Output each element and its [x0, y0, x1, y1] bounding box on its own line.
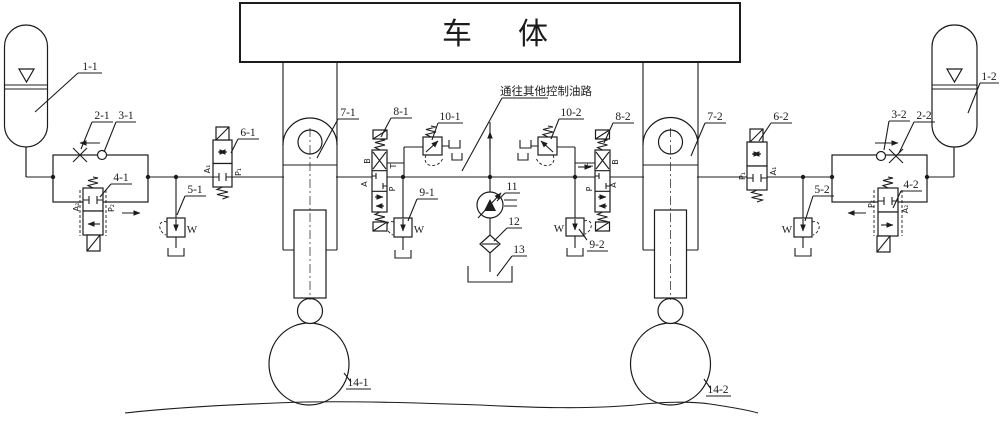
- accumulator-1-2: [931, 24, 978, 177]
- port-label-a: A: [360, 181, 369, 187]
- port-label-b: B: [363, 158, 372, 164]
- port-label-p2: P₂: [867, 200, 876, 208]
- label-7-2: 7-2: [707, 111, 723, 123]
- solenoid-valve-4-2: P₂ A₂: [867, 176, 910, 253]
- port-label-p1: P₁: [234, 168, 243, 176]
- pilot-valve-10-2: [517, 125, 558, 166]
- label-4-2: 4-2: [903, 179, 919, 191]
- relief-valve-9-1: W: [386, 217, 425, 238]
- label-14-2: 14-2: [707, 384, 728, 396]
- port-label-p: P: [388, 186, 397, 191]
- solenoid-valve-6-2: P₁ A₁: [738, 128, 778, 203]
- port-label-a2: A₂: [901, 205, 910, 214]
- oil-tank-13: [467, 266, 513, 283]
- spring-w-label: W: [187, 224, 198, 236]
- label-8-1: 8-1: [393, 106, 409, 118]
- relief-valve-9-2: W: [554, 217, 592, 237]
- label-3-1: 3-1: [118, 110, 134, 122]
- directional-valve-8-1: B A T P: [360, 129, 398, 232]
- label-10-1: 10-1: [439, 111, 460, 123]
- port-label-a: A: [609, 182, 618, 188]
- check-valve-3-2: [875, 150, 887, 162]
- label-1-1: 1-1: [82, 61, 98, 73]
- port-label-b: B: [611, 159, 620, 165]
- label-1-2: 1-2: [981, 71, 997, 83]
- hydraulic-pump-11: [476, 191, 517, 219]
- rod-eye: [657, 297, 684, 325]
- label-14-1: 14-1: [347, 377, 368, 389]
- port-label-a1: A₁: [203, 165, 212, 174]
- label-7-1: 7-1: [340, 107, 356, 119]
- relief-valve-5-1: W: [159, 217, 198, 238]
- wheel-14-1: [268, 322, 350, 406]
- part-labels: 1-1 2-1 3-1 4-1 5-1 6-1 7-1 8-1 9-1 10-1…: [34, 61, 999, 397]
- label-3-2: 3-2: [891, 109, 907, 121]
- label-12: 12: [508, 216, 520, 228]
- label-2-2: 2-2: [916, 110, 932, 122]
- vehicle-body-box: [239, 2, 741, 63]
- label-6-2: 6-2: [773, 111, 789, 123]
- port-label-t: T: [389, 163, 398, 169]
- hydraulic-cylinder-7-1: [268, 62, 350, 406]
- label-9-2: 9-2: [589, 239, 605, 251]
- port-label-p: P: [585, 186, 594, 191]
- wheel-14-2: [629, 322, 712, 406]
- junction-dots: [50, 174, 930, 180]
- port-label-p1: P₁: [738, 172, 747, 180]
- vehicle-body-label: 车体: [442, 18, 594, 51]
- spring-w-label: W: [782, 224, 793, 236]
- label-2-1: 2-1: [94, 110, 110, 122]
- label-13: 13: [513, 244, 525, 256]
- hydraulic-cylinder-7-2: [629, 62, 712, 406]
- port-label-t: T: [586, 163, 595, 169]
- throttle-valve-2-1: [72, 147, 88, 163]
- label-4-1: 4-1: [113, 172, 129, 184]
- spring-w-label: W: [414, 224, 425, 236]
- port-label-a2: A₂: [72, 203, 81, 212]
- solenoid-valve-4-1: A₂ P₂: [72, 176, 116, 252]
- port-label-a1: A₁: [769, 167, 778, 176]
- solenoid-valve-6-1: A₁ P₁: [203, 126, 243, 200]
- vehicle-body: 车体: [239, 2, 741, 63]
- spring-w-label: W: [554, 223, 565, 235]
- label-6-1: 6-1: [240, 127, 256, 139]
- note-text: 通往其他控制油路: [500, 84, 592, 98]
- relief-valve-5-2: W: [782, 217, 820, 238]
- label-5-1: 5-1: [187, 184, 203, 196]
- note-other-control-circuits: 通往其他控制油路: [461, 84, 592, 172]
- branch-lines: [167, 122, 812, 272]
- directional-valve-8-2: T P B A: [585, 129, 620, 232]
- accumulator-1-1: [3, 24, 49, 177]
- pilot-valve-10-1: [422, 125, 463, 166]
- check-valve-3-1: [96, 149, 108, 161]
- port-label-p2: P₂: [107, 204, 116, 212]
- throttle-valve-2-2: [888, 148, 904, 164]
- label-9-1: 9-1: [419, 187, 435, 199]
- ground-line: [124, 401, 759, 414]
- label-5-2: 5-2: [814, 184, 830, 196]
- rod-eye: [296, 297, 324, 325]
- label-10-2: 10-2: [560, 107, 581, 119]
- label-8-2: 8-2: [615, 111, 631, 123]
- label-11: 11: [506, 181, 517, 193]
